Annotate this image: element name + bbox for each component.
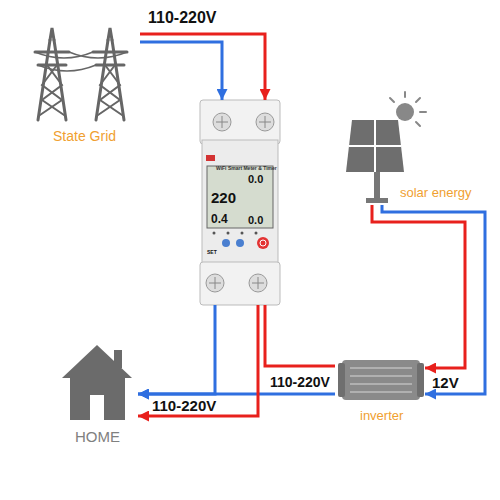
- voltage-label: 110-220V: [148, 10, 217, 26]
- display-reading-anchor: 220: [211, 189, 236, 207]
- neutral-wire: [140, 42, 222, 100]
- node-label: HOME: [60, 428, 135, 445]
- home-node: HOME: [60, 340, 138, 452]
- display-reading: 0.0: [248, 174, 263, 185]
- node-label: State Grid: [53, 128, 116, 144]
- voltage-label-anchor: 110-220V: [270, 373, 330, 391]
- node-label: solar energy: [400, 185, 472, 200]
- house-icon: [62, 345, 132, 420]
- meter-node: WiFi Smart Meter & Timer: [198, 100, 282, 305]
- live-wire: [372, 205, 465, 368]
- display-reading: 0.0: [248, 215, 263, 226]
- grid-node: State Grid: [25, 15, 140, 145]
- neutral-wire: [382, 205, 485, 394]
- inverter-node: inverter: [335, 352, 425, 424]
- display-reading: 220: [211, 190, 236, 205]
- node-label: WiFi Smart Meter & Timer: [216, 165, 277, 172]
- display-reading-anchor: 0.4: [211, 209, 228, 227]
- display-reading-anchor: 0.0: [248, 169, 263, 187]
- meter-illustration: [200, 100, 280, 305]
- display-reading-anchor: 0.0: [248, 210, 263, 228]
- live-wire: [138, 305, 258, 416]
- voltage-label: 12V: [432, 375, 459, 390]
- voltage-label-anchor: 12V: [432, 374, 459, 392]
- inverter-icon: [338, 360, 424, 400]
- solar-node: solar energy: [340, 98, 490, 205]
- live-wire: [140, 34, 265, 100]
- display-reading-anchor: SET: [207, 240, 217, 258]
- display-reading: SET: [207, 250, 217, 255]
- voltage-label-anchor: 110-220V: [150, 397, 218, 415]
- neutral-wire: [138, 305, 215, 394]
- voltage-label-anchor: 110-220V: [148, 9, 217, 27]
- node-label: inverter: [360, 408, 403, 423]
- pylon-icon: [35, 28, 127, 120]
- voltage-label: 110-220V: [150, 398, 218, 413]
- voltage-label: 110-220V: [270, 375, 330, 389]
- display-reading: 0.4: [211, 213, 228, 225]
- live-wire: [265, 305, 335, 366]
